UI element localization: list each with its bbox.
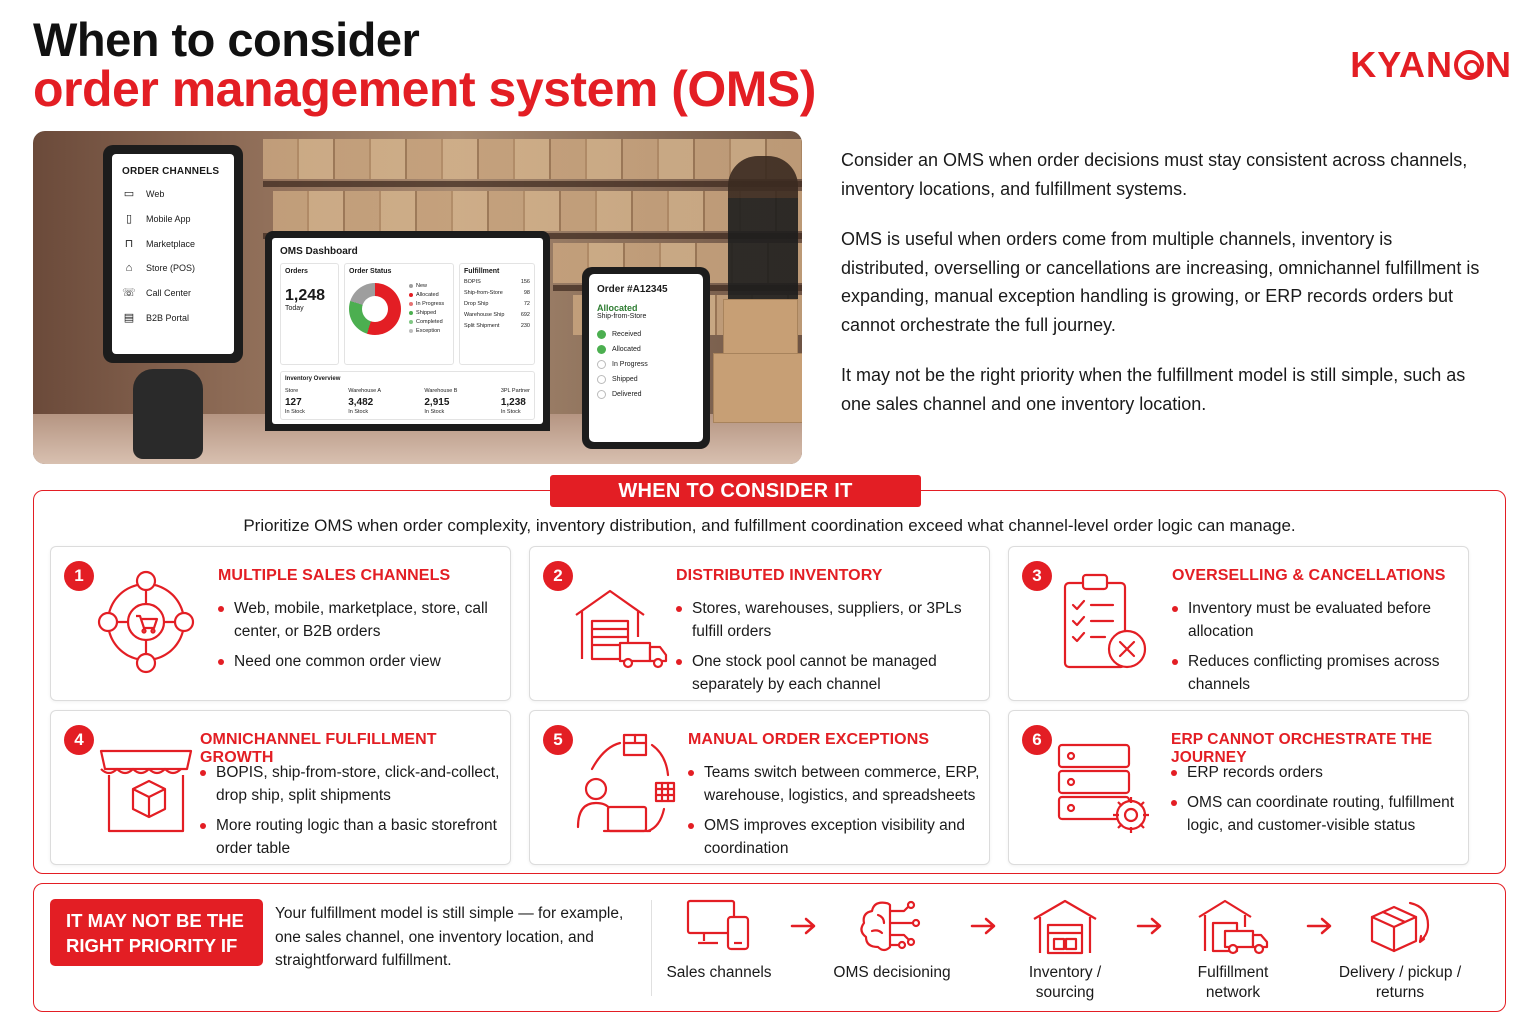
box-return-icon (1370, 901, 1430, 953)
barcode-scanner (133, 369, 203, 459)
flow-step-delivery: Delivery / pickup / returns (1333, 897, 1467, 1003)
server-gear-icon (1057, 743, 1149, 833)
divider (651, 900, 652, 996)
not-priority-text: Your fulfillment model is still simple —… (275, 905, 624, 969)
devices-icon (686, 899, 750, 951)
portal-icon: ▤ (123, 312, 135, 324)
flow-step-inventory-sourcing: Inventory / sourcing (1005, 897, 1125, 1003)
flow-step-sales-channels: Sales channels (659, 897, 779, 983)
consider-card-2: 2 DISTRIBUTED INVENTORY Stores, warehous… (529, 546, 990, 701)
consider-card-6: 6 ERP CANNOT ORCHESTRATE THE JOURNEY ERP… (1008, 710, 1469, 865)
order-tracking-tablet: Order #A12345 Allocated Ship-from-Store … (582, 267, 710, 449)
phone-icon: ▯ (125, 213, 133, 225)
warehouse-truck-icon (575, 589, 668, 669)
target-icon (1454, 50, 1484, 80)
consider-card-1: 1 MULTIPLE SALES CHANNELS Web, mobile, m… (50, 546, 511, 701)
storefront-box-icon (99, 749, 193, 833)
person-laptop-cycle-icon (576, 733, 676, 833)
channels-hub-icon (97, 570, 195, 674)
monitor-icon: ▭ (123, 188, 135, 200)
intro-paragraph-2: OMS is useful when orders come from mult… (841, 229, 1480, 335)
not-priority-label: IT MAY NOT BE THE RIGHT PRIORITY IF (50, 899, 263, 966)
truck-warehouse-icon (1198, 899, 1269, 955)
arrow-right-icon (790, 917, 816, 935)
store-icon: ⌂ (125, 262, 133, 274)
call-icon: ☏ (122, 287, 136, 299)
intro-text: Consider an OMS when order decisions mus… (841, 146, 1481, 440)
when-to-consider-tag: WHEN TO CONSIDER IT (550, 475, 921, 507)
intro-paragraph-3: It may not be the right priority when th… (841, 365, 1466, 414)
intro-paragraph-1: Consider an OMS when order decisions mus… (841, 150, 1468, 199)
not-priority-panel (33, 883, 1506, 1012)
arrow-right-icon (1306, 917, 1332, 935)
oms-dashboard-laptop: OMS Dashboard Orders 1,248 Today Order S… (265, 231, 550, 431)
flow-step-oms-decisioning: OMS decisioning (822, 897, 962, 983)
flow-step-fulfillment-network: Fulfillment network (1173, 897, 1293, 1003)
arrow-right-icon (970, 917, 996, 935)
order-status-donut (349, 283, 402, 335)
page-title-line1: When to consider (33, 13, 420, 66)
consider-card-4: 4 OMNICHANNEL FULFILLMENT GROWTH BOPIS, … (50, 710, 511, 865)
hero-image: ORDER CHANNELS ▭Web ▯Mobile App ⊓Marketp… (33, 131, 802, 464)
page-title-line2: order management system (OMS) (33, 61, 816, 117)
checklist-cancel-icon (1063, 573, 1147, 669)
brain-circuit-icon (860, 900, 921, 952)
warehouse-icon (1033, 899, 1097, 955)
consider-card-5: 5 MANUAL ORDER EXCEPTIONS Teams switch b… (529, 710, 990, 865)
when-to-consider-subtitle: Prioritize OMS when order complexity, in… (243, 516, 1296, 535)
order-channels-kiosk: ORDER CHANNELS ▭Web ▯Mobile App ⊓Marketp… (103, 145, 243, 363)
marketplace-icon: ⊓ (124, 238, 134, 250)
arrow-right-icon (1136, 917, 1162, 935)
consider-card-3: 3 OVERSELLING & CANCELLATIONS Inventory … (1008, 546, 1469, 701)
